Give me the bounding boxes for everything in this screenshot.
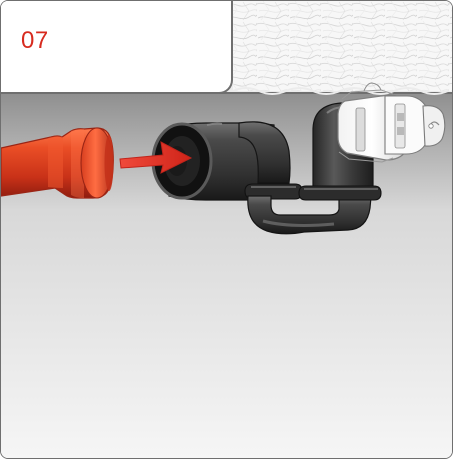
step-label-box: 07 xyxy=(1,1,233,94)
right-arrow-icon xyxy=(119,141,193,174)
siphon-trap-icon xyxy=(151,82,446,235)
step-number: 07 xyxy=(21,27,49,54)
